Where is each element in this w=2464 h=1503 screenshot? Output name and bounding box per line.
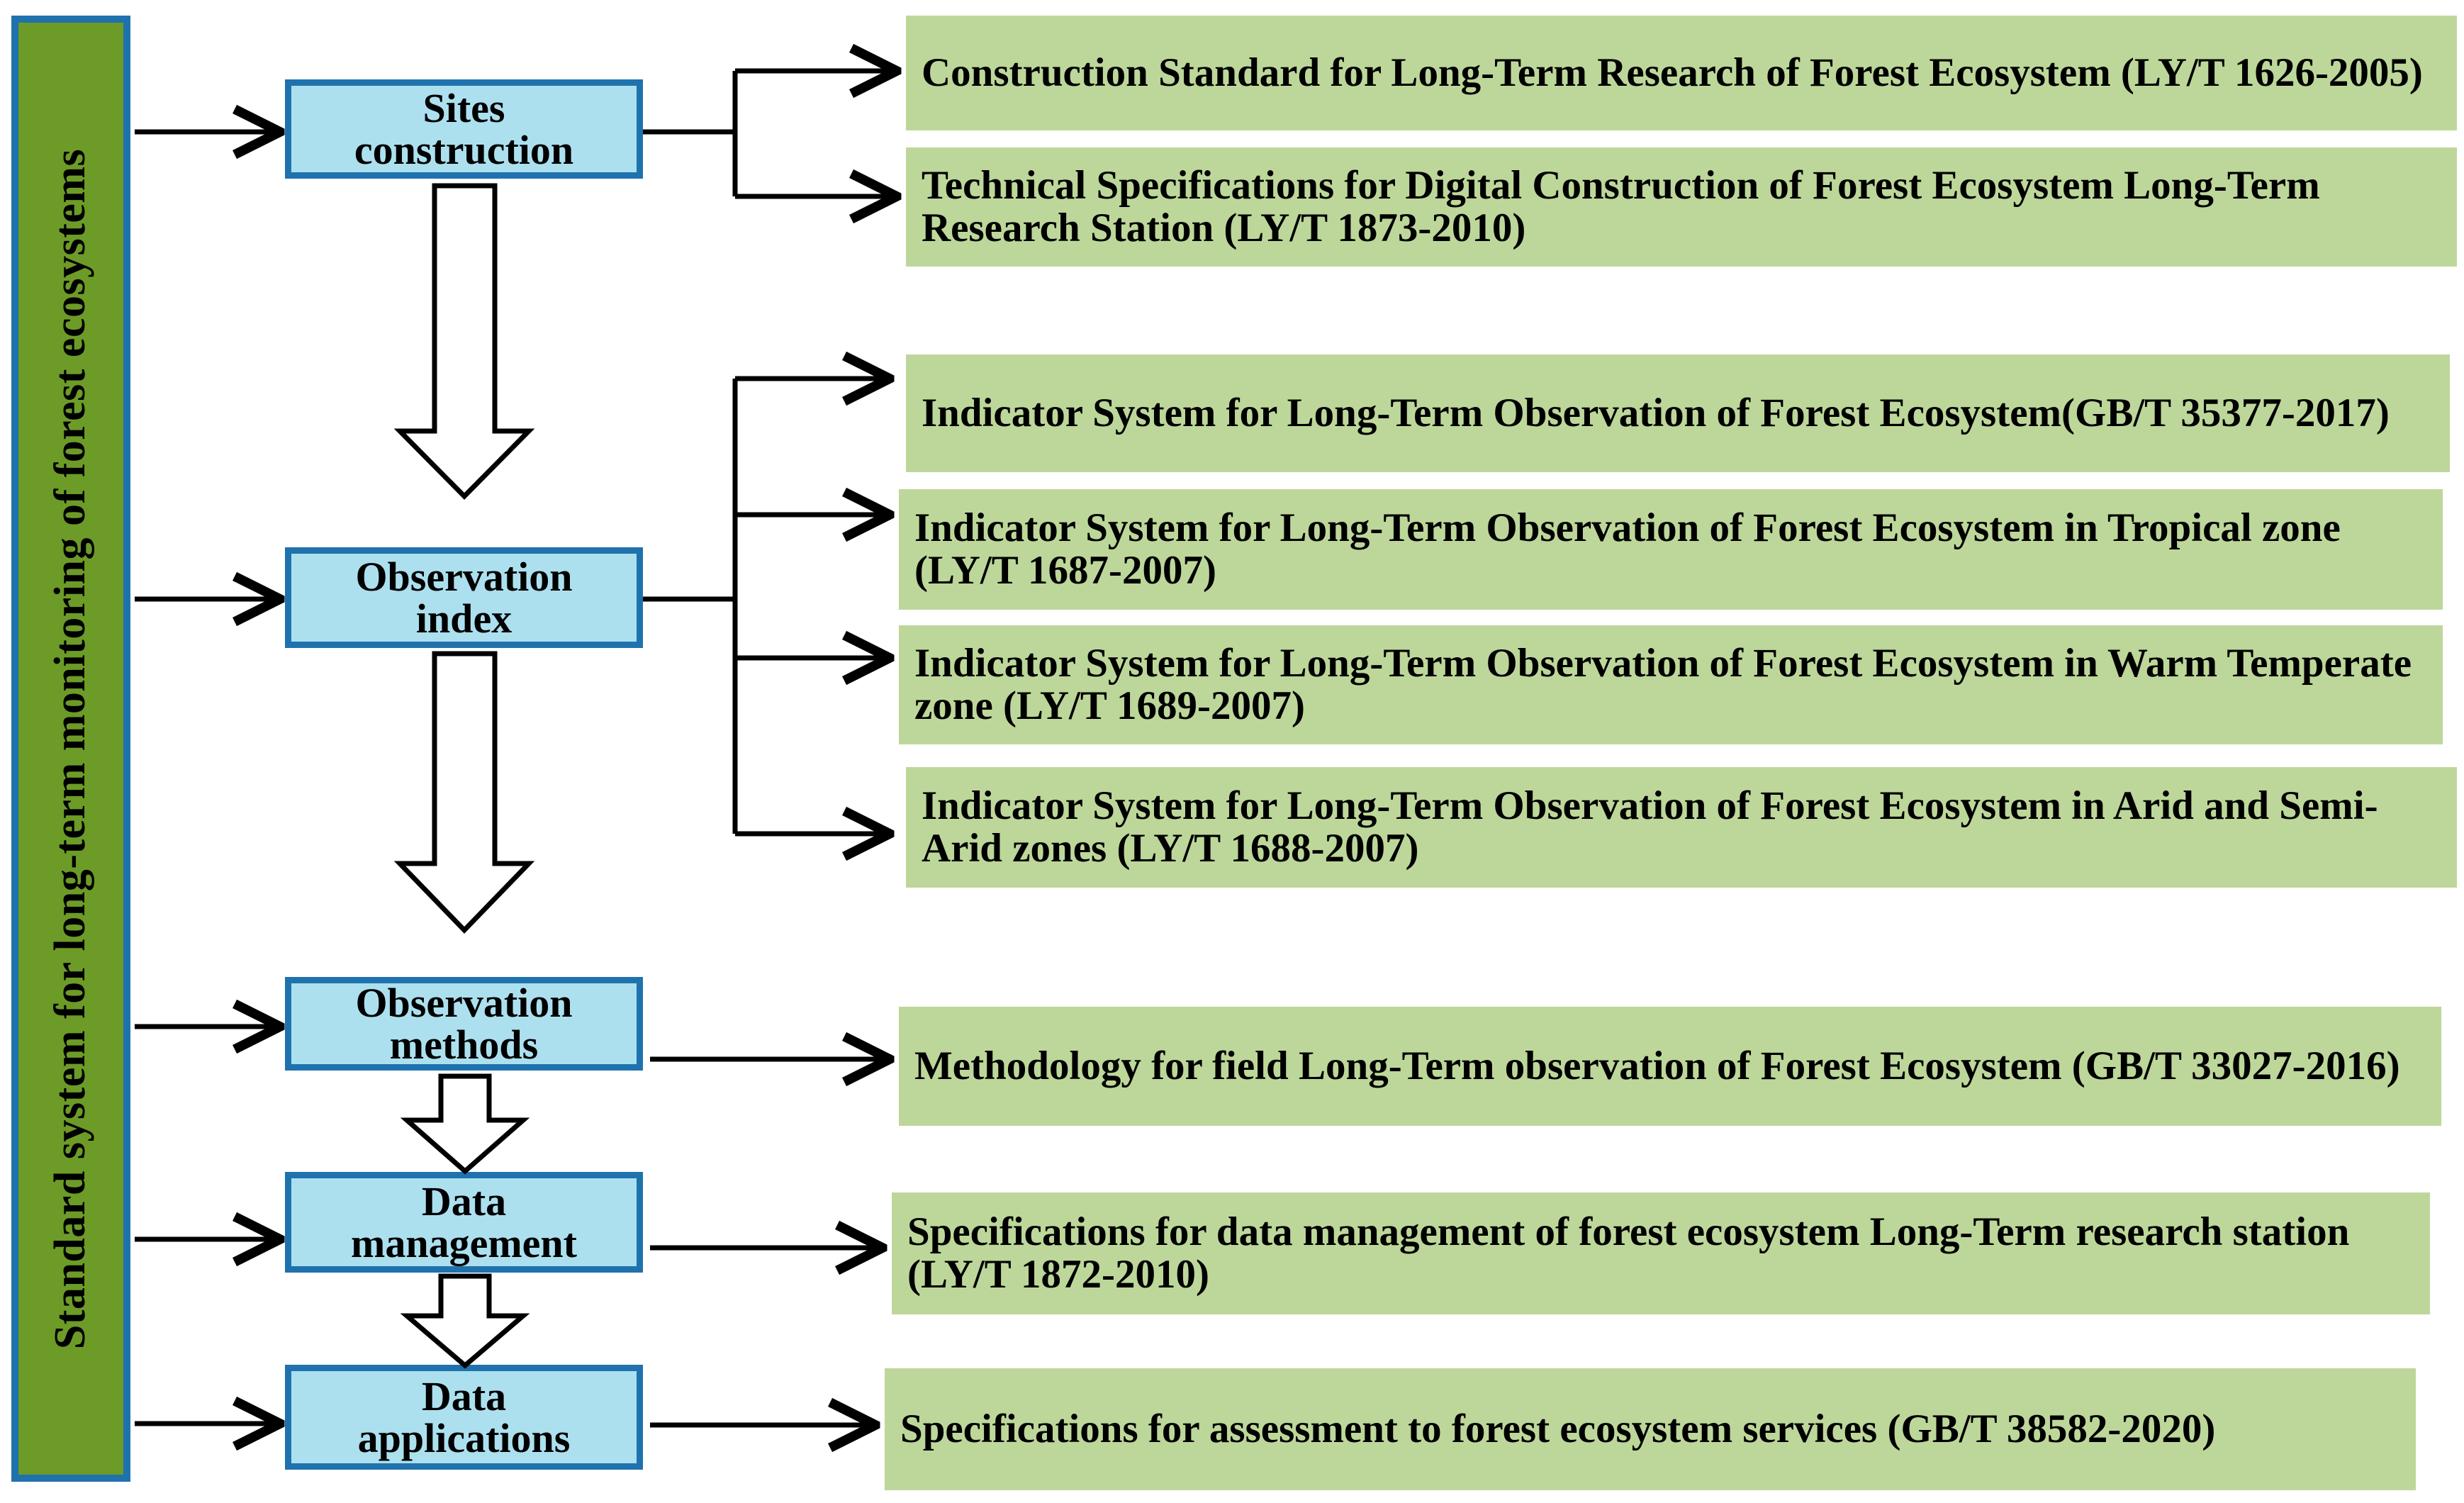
stage-label: Data management	[351, 1178, 577, 1266]
stage-box-sites-construction[interactable]: Sites construction	[285, 79, 643, 179]
standard-box-ly-t-1872-2010[interactable]: Specifications for data management of fo…	[892, 1192, 2430, 1314]
standard-text: Methodology for field Long-Term observat…	[914, 1044, 2400, 1089]
stage-label: Observation methods	[355, 979, 573, 1068]
standard-box-ly-t-1689-2007[interactable]: Indicator System for Long-Term Observati…	[899, 625, 2443, 744]
stage-box-data-management[interactable]: Data management	[285, 1172, 643, 1273]
standard-box-ly-t-1688-2007[interactable]: Indicator System for Long-Term Observati…	[906, 767, 2457, 888]
standard-text: Indicator System for Long-Term Observati…	[914, 505, 2341, 593]
block-arrow-methods-to-datamgmt	[400, 1073, 530, 1175]
block-arrow-datamgmt-to-dataapps	[400, 1273, 530, 1369]
standard-box-gb-t-33027-2016[interactable]: Methodology for field Long-Term observat…	[899, 1007, 2441, 1126]
stage-box-observation-methods[interactable]: Observation methods	[285, 977, 643, 1071]
standard-box-gb-t-35377-2017[interactable]: Indicator System for Long-Term Observati…	[906, 354, 2450, 472]
standard-text: Indicator System for Long-Term Observati…	[922, 391, 2390, 436]
stage-box-observation-index[interactable]: Observation index	[285, 547, 643, 648]
stage-box-data-applications[interactable]: Data applications	[285, 1365, 643, 1470]
stage-label: Data applications	[357, 1373, 571, 1461]
block-arrow-sites-to-index	[393, 183, 535, 500]
standard-box-gb-t-38582-2020[interactable]: Specifications for assessment to forest …	[885, 1368, 2416, 1490]
standard-text: Specifications for assessment to forest …	[900, 1407, 2216, 1452]
standard-box-ly-t-1626-2005[interactable]: Construction Standard for Long-Term Rese…	[906, 16, 2457, 130]
block-arrow-index-to-methods	[393, 651, 535, 934]
standard-text: Technical Specifications for Digital Con…	[922, 163, 2320, 250]
standard-box-ly-t-1687-2007[interactable]: Indicator System for Long-Term Observati…	[899, 489, 2443, 610]
main-title-banner: Standard system for long-term monitoring…	[11, 16, 130, 1482]
main-title-text: Standard system for long-term monitoring…	[46, 148, 95, 1349]
stage-label: Observation index	[355, 553, 573, 642]
standard-text: Indicator System for Long-Term Observati…	[922, 783, 2378, 871]
standard-text: Specifications for data management of fo…	[907, 1209, 2350, 1297]
standard-text: Construction Standard for Long-Term Rese…	[922, 50, 2423, 96]
stage-label: Sites construction	[354, 84, 574, 173]
standard-box-ly-t-1873-2010[interactable]: Technical Specifications for Digital Con…	[906, 147, 2457, 267]
standard-text: Indicator System for Long-Term Observati…	[914, 641, 2412, 728]
